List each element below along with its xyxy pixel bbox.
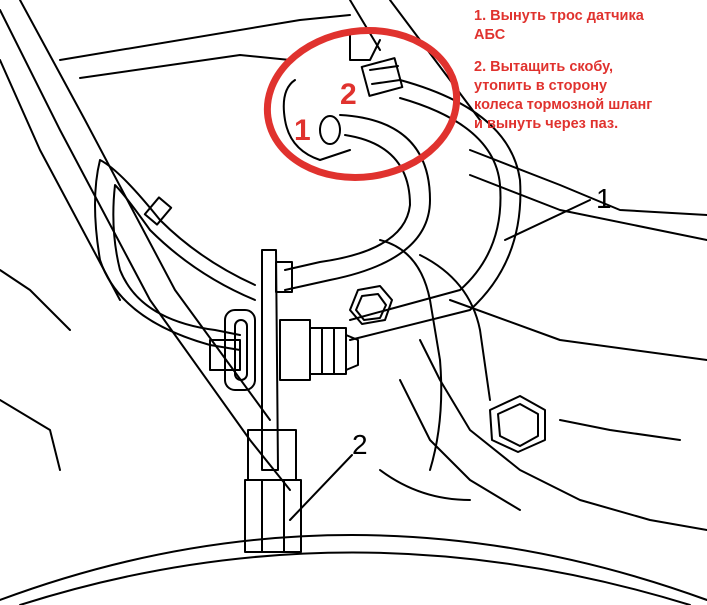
step-marker-1: 1 [294,114,311,147]
sensor-bracket [209,249,359,471]
instruction-step-2-line: и вынуть через паз. [474,116,619,132]
bolt-lower [489,395,546,453]
brake-line-left [94,159,256,351]
callout-label-1: 1 [596,183,612,214]
abs-connector [244,429,302,553]
instruction-step-2-line: утопить в сторону [474,78,608,94]
step-marker-2: 2 [340,78,357,111]
callout-leaders [289,199,591,521]
callout-label-2: 2 [352,429,368,460]
instruction-step-2-line: 2. Вытащить скобу, [474,59,614,75]
instruction-step-2-line: колеса тормозной шланг [474,97,653,113]
instruction-step-1-line: 1. Вынуть трос датчика [474,8,644,24]
instruction-step-1-line: АБС [474,27,506,43]
hose-bracket [282,29,404,161]
bolt-middle [349,285,393,325]
instruction-step-2: 2. Вытащить скобу, утопить в сторону кол… [474,58,652,134]
instruction-step-1: 1. Вынуть трос датчика АБС [474,7,644,45]
wheel-arch [0,534,707,605]
